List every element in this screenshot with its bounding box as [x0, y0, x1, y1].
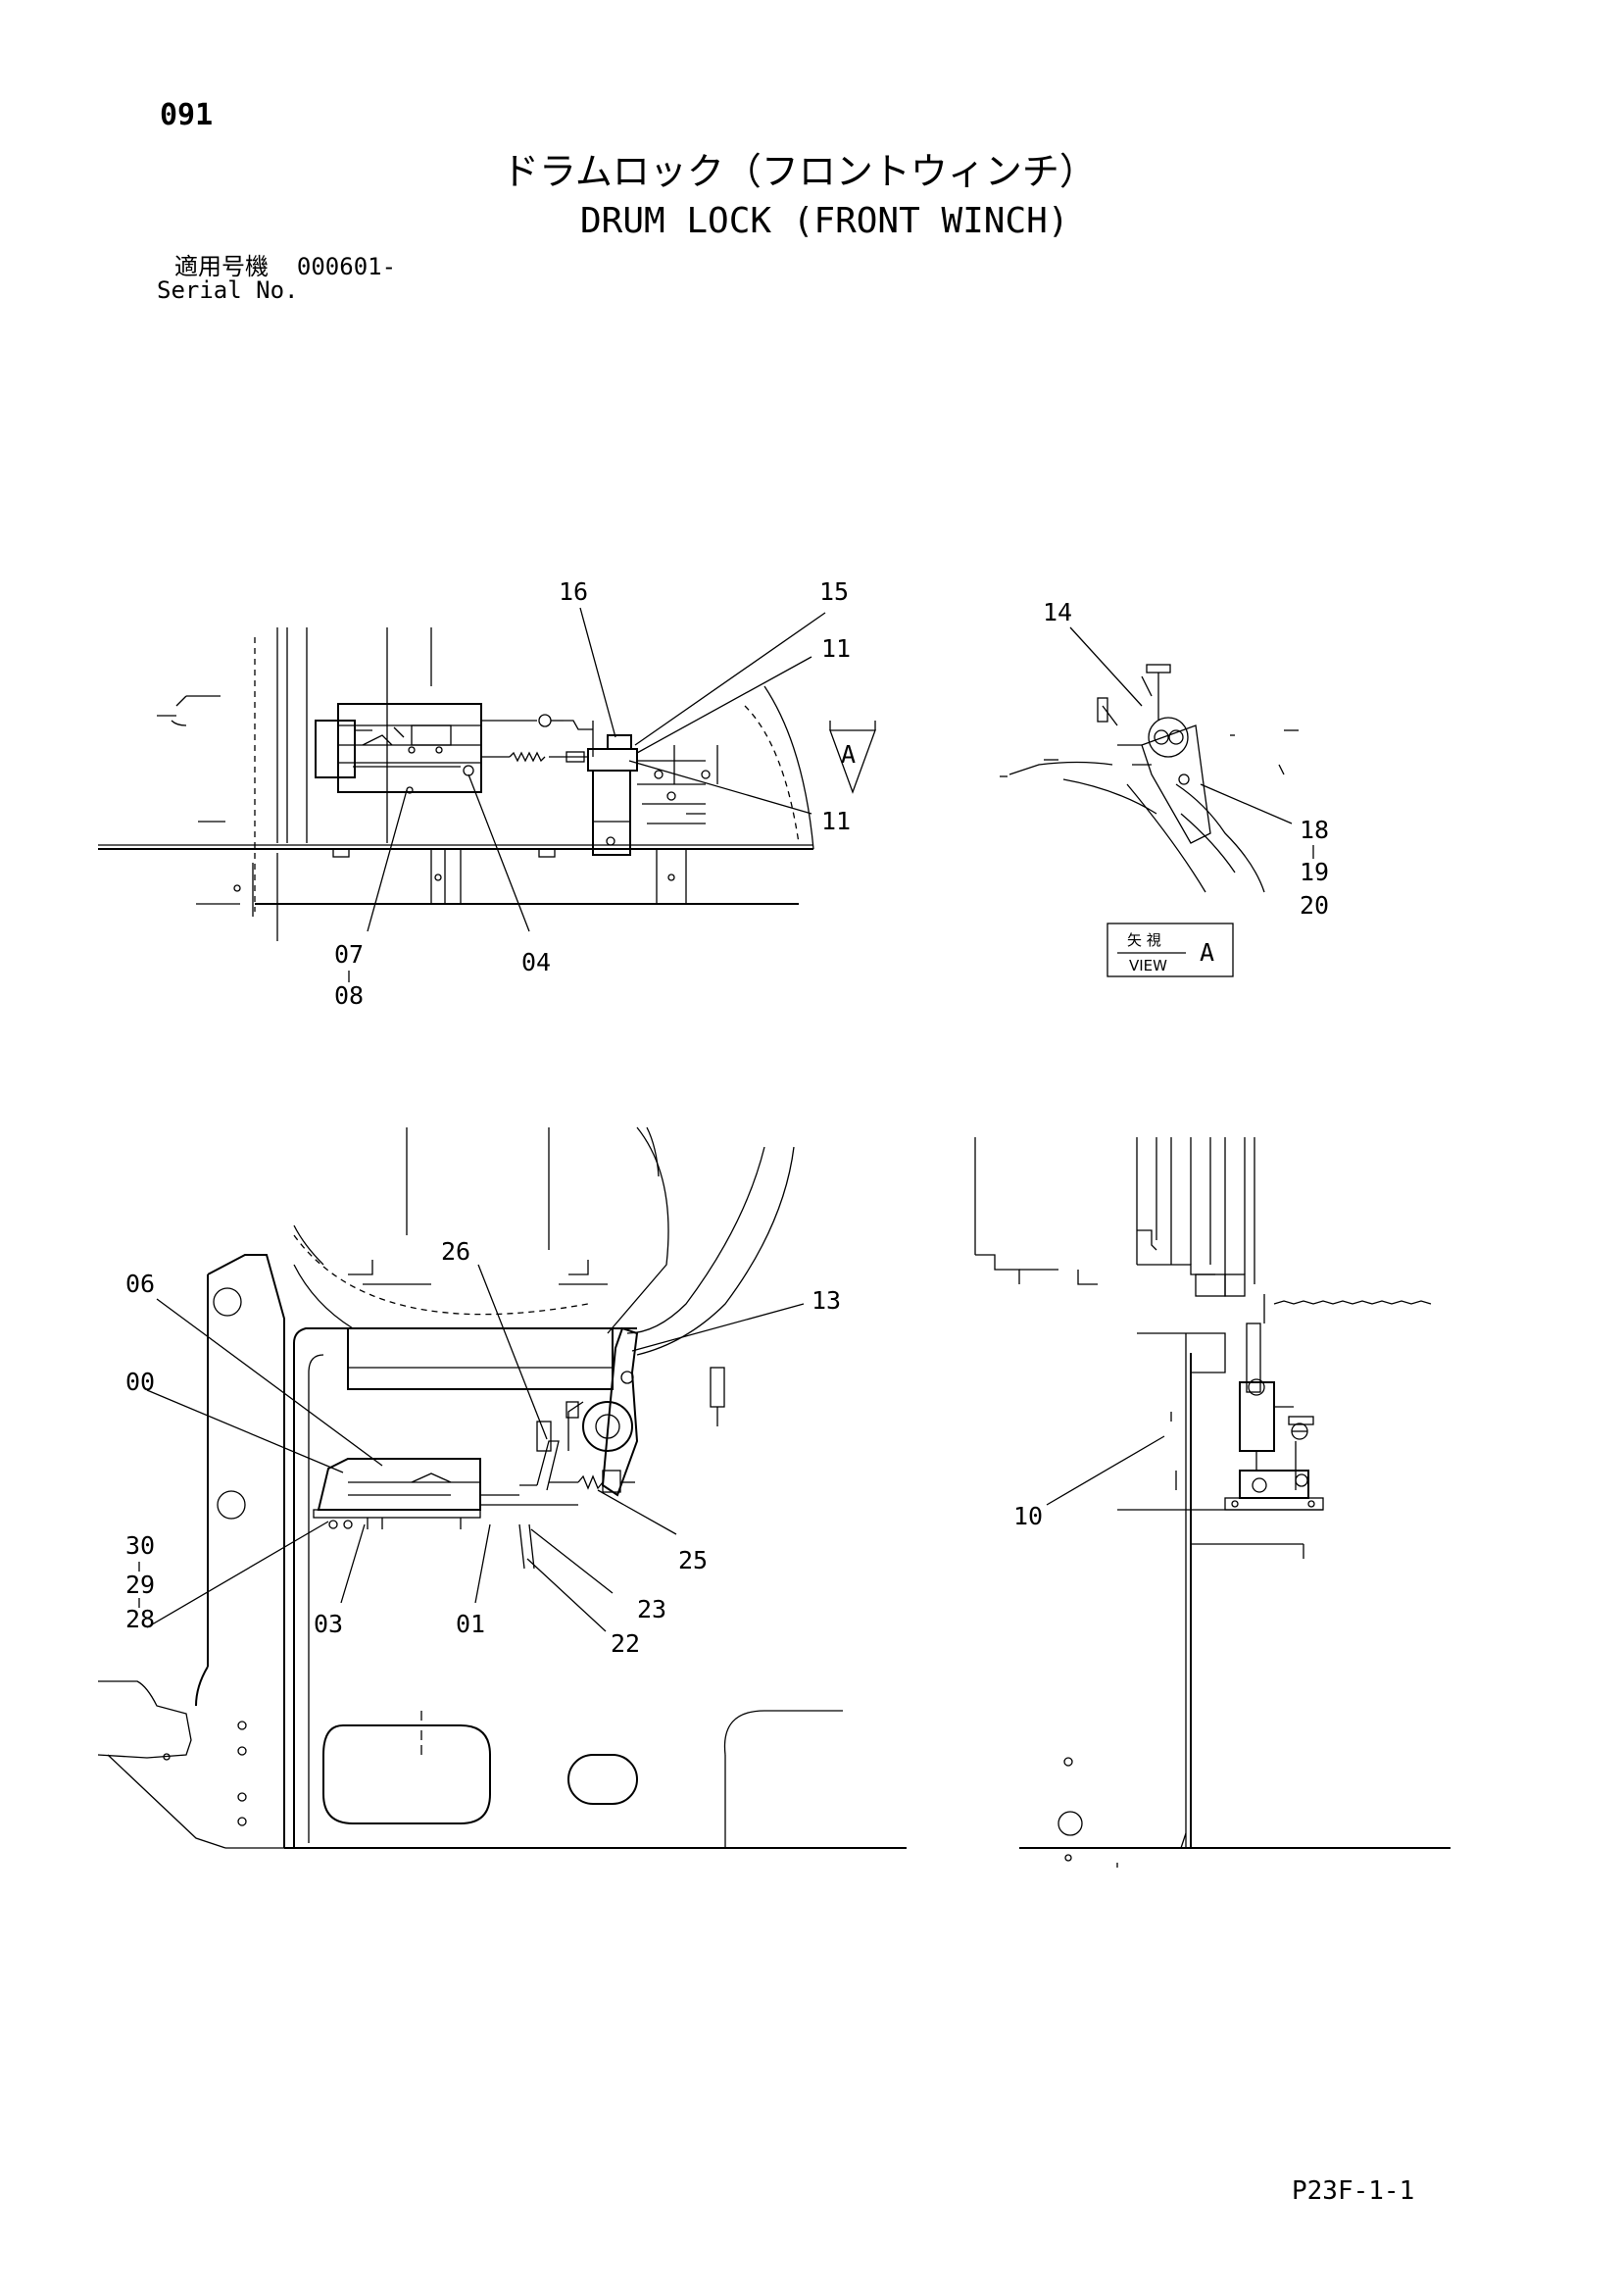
callout-11-upper: 11: [821, 634, 851, 663]
callout-11-lower: 11: [821, 807, 851, 835]
callout-28: 28: [125, 1605, 155, 1633]
title-english: DRUM LOCK (FRONT WINCH): [580, 201, 1069, 241]
callout-01: 01: [456, 1610, 485, 1638]
callout-30: 30: [125, 1531, 155, 1560]
callout-20: 20: [1300, 891, 1329, 920]
serial-range: 適用号機 000601-: [174, 255, 396, 278]
callout-23: 23: [637, 1595, 666, 1623]
callout-29: 29: [125, 1571, 155, 1599]
callout-00: 00: [125, 1368, 155, 1396]
view-arrow-letter: A: [841, 740, 856, 769]
top-left-view: A 16 15 11 11 07 08 04: [98, 577, 876, 1010]
bottom-left-view: 26 13 06 00 30 29 28 03 01 25 23 22: [97, 1126, 907, 1849]
page-number: 091: [160, 98, 214, 132]
serial-label-jp: 適用号機: [174, 253, 269, 280]
callout-15: 15: [819, 577, 849, 606]
footer-code: P23F-1-1: [1292, 2176, 1415, 2206]
callout-10: 10: [1013, 1502, 1043, 1530]
serial-value: 000601-: [296, 253, 397, 280]
top-right-view-a: 14 18 19 20 矢 視 VIEW A: [1000, 598, 1329, 977]
view-label-jp: 矢 視: [1127, 931, 1161, 949]
callout-08: 08: [334, 981, 364, 1010]
callout-16: 16: [559, 577, 588, 606]
callout-19: 19: [1300, 858, 1329, 886]
bottom-right-view: 10: [974, 1137, 1451, 1868]
callout-26: 26: [441, 1237, 470, 1266]
callout-04: 04: [521, 948, 551, 976]
callout-06: 06: [125, 1270, 155, 1298]
callout-25: 25: [678, 1546, 708, 1574]
callout-07: 07: [334, 940, 364, 969]
title-japanese: ドラムロック（フロントウィンチ）: [502, 150, 1097, 193]
callout-18: 18: [1300, 816, 1329, 844]
callout-03: 03: [314, 1610, 343, 1638]
view-label-letter: A: [1200, 938, 1214, 967]
view-label-en: VIEW: [1129, 957, 1167, 974]
callout-22: 22: [611, 1629, 640, 1658]
serial-label-en: Serial No.: [157, 276, 299, 304]
callout-13: 13: [812, 1286, 841, 1315]
callout-14: 14: [1043, 598, 1072, 626]
